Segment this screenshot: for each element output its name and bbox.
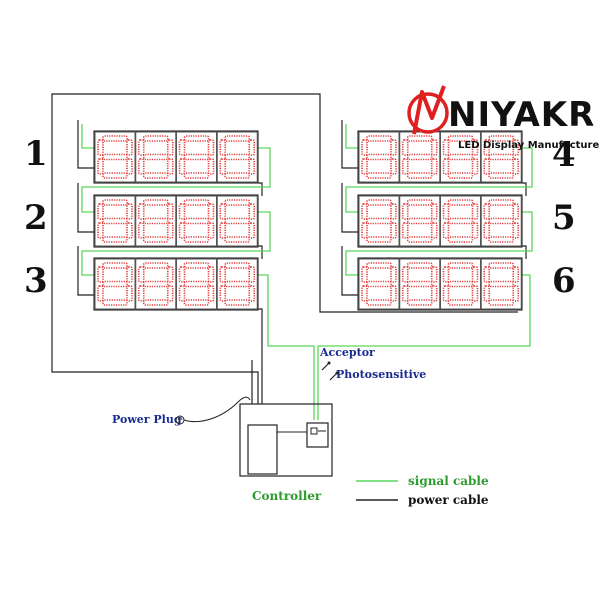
panel-frame (93, 194, 259, 248)
controller-label: Controller (252, 489, 322, 503)
digit-2-1 (94, 195, 136, 247)
power-wire-5 (77, 120, 94, 169)
digit-6-3 (440, 258, 481, 310)
legend-signal-label: signal cable (408, 474, 489, 488)
legend: signal cable power cable (356, 474, 489, 507)
digit-6-4 (480, 258, 522, 310)
brand-mark-icon (407, 85, 449, 135)
digit-3-2 (135, 258, 177, 310)
digit-5-1 (358, 195, 400, 247)
led-panel-1 (93, 130, 259, 184)
power-supply-unit (247, 424, 278, 475)
digit-1-2 (135, 131, 177, 183)
led-panel-2 (93, 194, 259, 248)
panel-number-5: 5 (552, 198, 576, 238)
panel-frame (357, 194, 523, 248)
controller: Controller (239, 403, 333, 503)
digit-4-3 (440, 131, 481, 183)
power-wire-11 (522, 182, 527, 196)
panel-number-4: 4 (552, 135, 576, 175)
signal-wire-8 (81, 124, 94, 149)
signal-wire-3 (258, 274, 315, 420)
signal-cable-routes (81, 124, 533, 420)
digit-1-4 (216, 131, 258, 183)
power-wire-10 (341, 246, 358, 296)
brand-tagline: LED Display Manufacturer (458, 140, 600, 151)
led-panel-6 (357, 257, 523, 311)
panel-frame (357, 130, 523, 184)
digit-4-2 (399, 131, 441, 183)
power-wire-7 (77, 246, 94, 296)
digit-3-4 (216, 258, 258, 310)
led-panel-5 (357, 194, 523, 248)
power-cable-routes (51, 93, 527, 404)
control-board (306, 422, 329, 448)
acceptor-label: Acceptor (319, 346, 375, 359)
digit-5-2 (399, 195, 441, 247)
signal-wire-2 (81, 211, 271, 276)
digit-2-2 (135, 195, 177, 247)
led-panel-3 (93, 257, 259, 311)
digit-6-1 (358, 258, 400, 310)
power-wire-6 (77, 183, 94, 233)
power-plug: Power Plug (112, 396, 251, 426)
power-plug-label: Power Plug (112, 413, 182, 426)
digit-3-1 (94, 258, 136, 310)
led-panels (93, 130, 523, 311)
photosensitive-sensor-icon (329, 371, 339, 381)
digit-1-1 (94, 131, 136, 183)
signal-wire-6 (318, 274, 531, 347)
digit-2-3 (176, 195, 217, 247)
digit-6-2 (399, 258, 441, 310)
signal-wire-9 (345, 124, 358, 149)
power-wire-1 (51, 93, 518, 404)
digit-5-3 (440, 195, 481, 247)
digit-5-4 (480, 195, 522, 247)
panel-frame (357, 257, 523, 311)
brand-logo: NIYAKR LED Display Manufacturer (407, 85, 600, 151)
led-panel-4 (357, 130, 523, 184)
panel-number-2: 2 (24, 198, 48, 238)
digit-1-3 (176, 131, 217, 183)
digit-3-3 (176, 258, 217, 310)
legend-power-label: power cable (408, 493, 489, 507)
digit-4-4 (480, 131, 522, 183)
brand-name: NIYAKR (448, 95, 595, 135)
panel-number-6: 6 (552, 261, 576, 301)
panel-frame (93, 257, 259, 311)
panel-frame (93, 130, 259, 184)
power-wire-8 (341, 120, 358, 169)
signal-wire-1 (81, 147, 271, 213)
power-wire-9 (341, 183, 358, 233)
power-wire-2 (258, 182, 263, 196)
power-wire-3 (258, 245, 263, 259)
power-wire-4 (258, 308, 263, 404)
panel-number-1: 1 (24, 134, 48, 174)
acceptor-sensor-icon (321, 361, 331, 371)
controller-box (239, 403, 333, 477)
signal-wire-4 (345, 147, 533, 213)
panel-number-3: 3 (24, 261, 48, 301)
signal-wire-5 (345, 211, 533, 276)
control-board-chip (310, 427, 318, 435)
power-wire-12 (522, 245, 527, 259)
digit-4-1 (358, 131, 400, 183)
plug-cable (183, 396, 251, 423)
digit-2-4 (216, 195, 258, 247)
photosensitive-label: Photosensitive (336, 368, 426, 381)
